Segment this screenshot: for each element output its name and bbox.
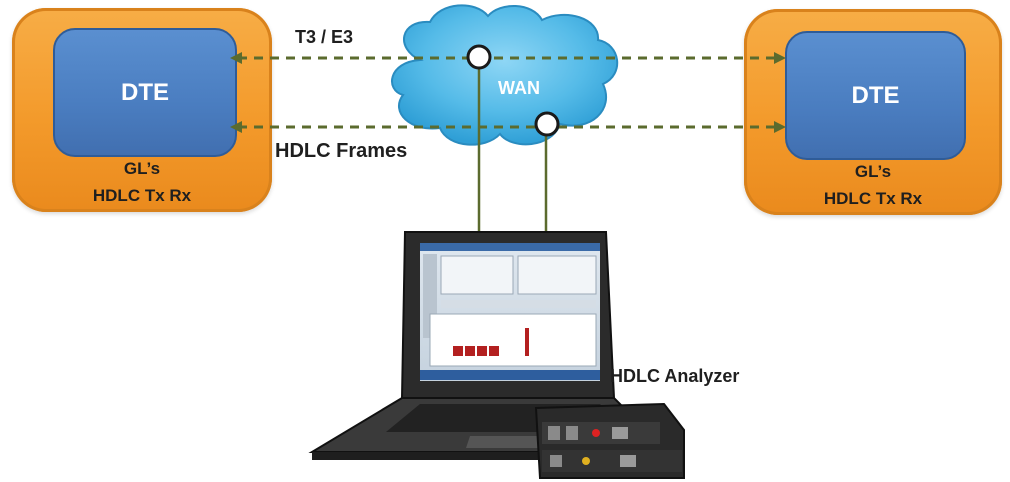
right-node-caption: GL’s HDLC Tx Rx <box>744 158 1002 212</box>
analyzer-label: HDLC Analyzer <box>610 366 740 386</box>
screen-status-strip <box>441 300 596 308</box>
screen-panel-left <box>440 255 514 295</box>
right-dte-label: DTE <box>851 81 900 109</box>
hardware-port-4 <box>550 455 562 467</box>
cloud-shape <box>391 4 619 146</box>
screen-taskbar <box>420 370 600 380</box>
laptop-image <box>308 231 671 460</box>
link-top-arrow-left <box>230 52 242 64</box>
screen-bar-4 <box>489 346 499 356</box>
right-node-line1: GL’s <box>854 162 892 181</box>
left-node-caption: GL’s HDLC Tx Rx <box>12 155 272 209</box>
wan-cloud <box>391 4 619 146</box>
link-bottom-arrow-left <box>230 121 242 133</box>
link-top-arrow-right <box>774 52 786 64</box>
analyzer-hardware <box>534 402 685 479</box>
screen-bar-2 <box>465 346 475 356</box>
hardware-port-1 <box>548 426 560 440</box>
screen-bar-1 <box>453 346 463 356</box>
screen-panel-right <box>517 255 597 295</box>
link-bottom-arrow-right <box>774 121 786 133</box>
left-dte-label: DTE <box>121 78 169 106</box>
hardware-panel-bottom <box>542 450 682 472</box>
screen-bar-3 <box>477 346 487 356</box>
link-bottom-label: HDLC Frames <box>275 140 408 162</box>
screen-bar-spike <box>525 328 529 356</box>
left-node-line2: HDLC Tx Rx <box>92 186 192 205</box>
hardware-port-3 <box>612 427 628 439</box>
left-dte-box: DTE <box>53 28 237 157</box>
link-top <box>230 52 786 64</box>
link-bottom <box>230 121 786 133</box>
screen-graph-area <box>429 313 597 367</box>
right-dte-box: DTE <box>785 31 966 160</box>
right-node-line2: HDLC Tx Rx <box>823 189 923 208</box>
probe-point-top <box>466 44 492 70</box>
laptop-front-edge <box>312 452 668 460</box>
hardware-led <box>592 429 600 437</box>
probe-point-bottom <box>534 111 560 137</box>
wan-label: WAN <box>498 78 540 98</box>
screen-titlebar <box>420 243 600 251</box>
hardware-port-2 <box>566 426 578 440</box>
hardware-knob <box>582 457 590 465</box>
link-top-label: T3 / E3 <box>295 27 354 47</box>
hardware-port-5 <box>620 455 636 467</box>
left-node-line1: GL’s <box>123 159 161 178</box>
laptop-touchpad <box>466 436 552 448</box>
